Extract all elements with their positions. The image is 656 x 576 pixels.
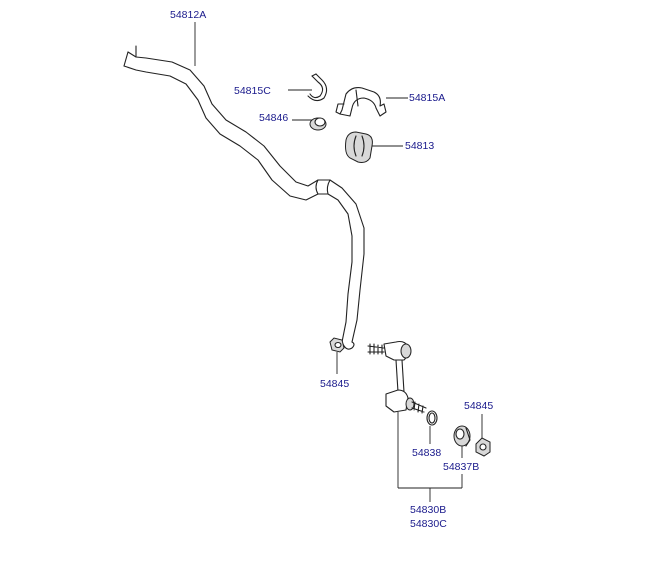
upper-nut-part-number: 54845: [320, 378, 349, 390]
bushing-part: [345, 131, 373, 163]
link-b-part-number: 54830B: [410, 504, 446, 516]
lower-nut-part-number: 54845: [464, 400, 493, 412]
clip-part: [307, 73, 328, 102]
lower-nut-part: [475, 437, 491, 457]
stabilizer-bar: [123, 45, 365, 350]
washer-part-number: 54838: [412, 447, 441, 459]
link-assembly-leader: [397, 412, 463, 502]
link-c-part-number: 54830C: [410, 518, 447, 530]
washer-part: [426, 410, 438, 426]
small-bushing-part: [309, 117, 327, 131]
clip-part-number: 54815C: [234, 85, 271, 97]
small-bushing-part-number: 54846: [259, 112, 288, 124]
bar-part-number: 54812A: [170, 9, 206, 21]
dust-cover-part-number: 54837B: [443, 461, 479, 473]
dust-cover-part: [453, 425, 471, 447]
stabilizer-link: [367, 340, 427, 414]
bushing-part-number: 54813: [405, 140, 434, 152]
upper-nut-part: [329, 337, 345, 353]
bracket-part-number: 54815A: [409, 92, 445, 104]
bracket-part: [335, 87, 387, 117]
